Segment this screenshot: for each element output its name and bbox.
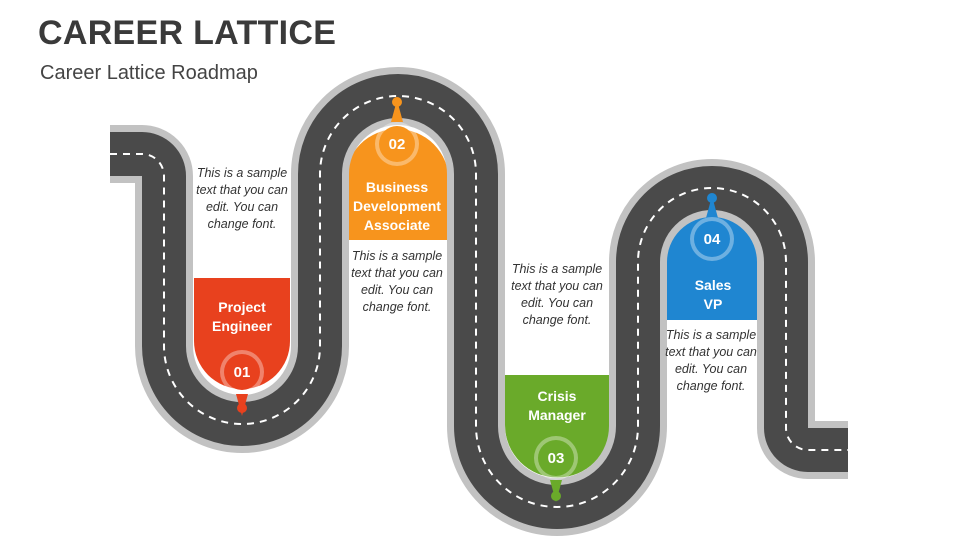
stage-3-description: This is a sample text that you can edit.… (511, 262, 603, 327)
stage-2-description: This is a sample text that you can edit.… (351, 249, 443, 314)
stage-3-panel (505, 375, 610, 478)
page-title: CAREER LATTICE (38, 14, 337, 52)
stage-4-marker: 04 (690, 193, 734, 261)
stage-4-panel (666, 215, 760, 320)
stage-4-number: 04 (704, 231, 721, 248)
stage-2-label: Business Development Associate (353, 179, 441, 233)
stage-3-label: Crisis Manager (528, 388, 586, 423)
stage-2-number: 02 (389, 136, 406, 153)
stage-3-number: 03 (548, 450, 565, 467)
stage-1-description: This is a sample text that you can edit.… (196, 166, 288, 231)
stage-1-panel (194, 278, 290, 389)
stage-2-marker: 02 (375, 97, 419, 166)
page-subtitle: Career Lattice Roadmap (40, 62, 258, 84)
stage-4-label: Sales VP (694, 277, 732, 312)
stage-3-marker: 03 (534, 436, 578, 502)
stage-1-label: Project Engineer (212, 299, 272, 334)
road-path (110, 67, 848, 536)
stage-2-panel (345, 129, 449, 240)
stage-1-number: 01 (234, 364, 251, 381)
stage-4-description: This is a sample text that you can edit.… (665, 328, 757, 393)
stage-1-marker: 01 (220, 350, 264, 416)
